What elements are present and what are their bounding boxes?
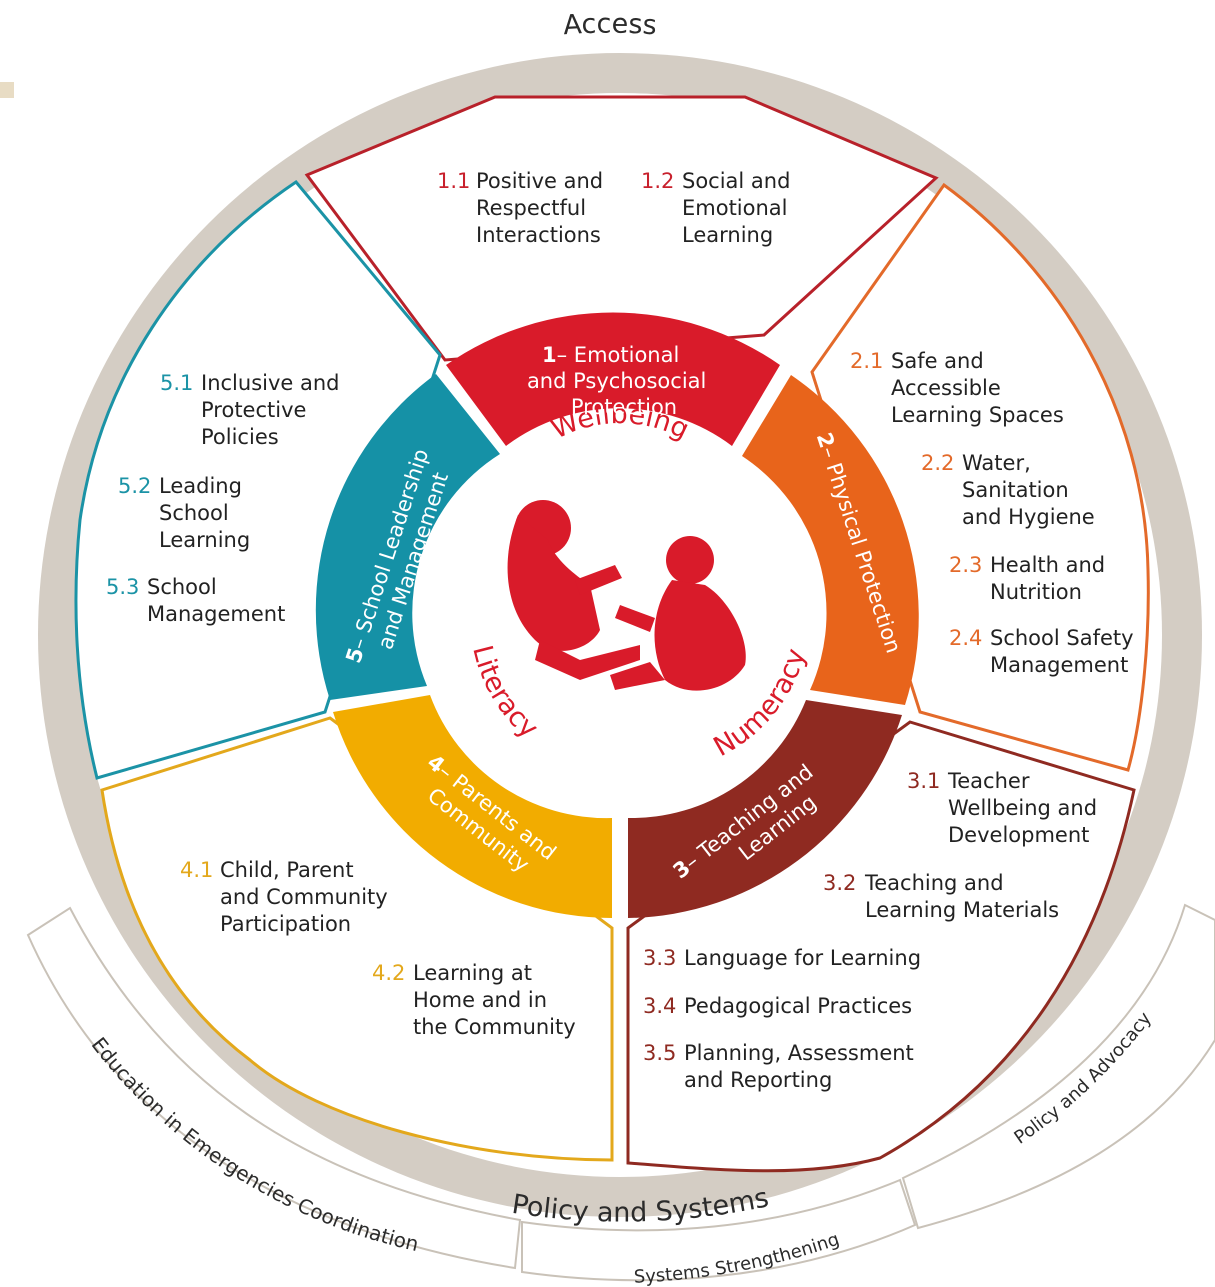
subdomain-4-1-text: Child, Parent and Community Participatio… (220, 858, 394, 936)
children-reading-icon (507, 500, 746, 691)
bottom-tabs (26, 903, 1215, 1282)
panel-domain-1 (304, 95, 939, 362)
corner-mark (0, 82, 14, 98)
subdomain-2-4-number: 2.4 (949, 626, 982, 650)
subdomain-3-3-text: Language for Learning (684, 946, 921, 970)
domain-1-title: 1– Emotional and Psychosocial Protection (527, 343, 713, 419)
subdomain-3-4-text: Pedagogical Practices (684, 994, 912, 1018)
subdomain-2-1-text: Safe and Accessible Learning Spaces (891, 349, 1064, 427)
subdomain-3-1-number: 3.1 (907, 769, 940, 793)
subdomain-5-3-text: School Management (147, 575, 285, 626)
subdomains-domain-3: 3.1 Teacher Wellbeing and Development 3.… (643, 769, 1104, 1092)
subdomain-5-1-text: Inclusive and Protective Policies (201, 371, 346, 449)
subdomain-2-4-text: School Safety Management (990, 626, 1140, 677)
access-label: Access (562, 9, 657, 42)
subdomain-2-2-text: Water, Sanitation and Hygiene (962, 451, 1095, 529)
subdomain-1-2-number: 1.2 (641, 169, 674, 193)
tab-systems-strengthening (521, 1178, 917, 1282)
subdomain-1-1-number: 1.1 (437, 169, 470, 193)
domain-ring (315, 312, 919, 918)
tab-coordination (26, 906, 522, 1270)
subdomain-5-2-number: 5.2 (118, 474, 151, 498)
subdomain-5-3-number: 5.3 (106, 575, 139, 599)
subdomain-5-1-number: 5.1 (160, 371, 193, 395)
subdomain-5-2-text: Leading School Learning (159, 474, 250, 552)
subdomain-4-2-text: Learning at Home and in the Community (413, 961, 576, 1039)
domain-4-segment (333, 695, 612, 918)
center-circle (434, 439, 806, 811)
subdomain-3-3-number: 3.3 (643, 946, 676, 970)
subdomains-domain-5: 5.1 Inclusive and Protective Policies 5.… (106, 371, 346, 626)
subdomains-domain-4: 4.1 Child, Parent and Community Particip… (180, 858, 576, 1039)
domain-2-segment (742, 375, 919, 705)
panel-domain-3 (626, 720, 1136, 1173)
subdomain-4-2-number: 4.2 (372, 961, 405, 985)
subdomain-2-2-number: 2.2 (921, 451, 954, 475)
subdomain-3-2-number: 3.2 (823, 871, 856, 895)
panel-domain-4 (100, 716, 614, 1162)
domain-5-segment (315, 374, 500, 700)
subdomain-2-3-number: 2.3 (949, 553, 982, 577)
domain-3-segment (628, 700, 902, 918)
subdomain-2-3-text: Health and Nutrition (990, 553, 1112, 604)
subdomain-3-4-number: 3.4 (643, 994, 676, 1018)
subdomain-1-1-text: Positive and Respectful Interactions (476, 169, 610, 247)
subdomain-3-1-text: Teacher Wellbeing and Development (947, 769, 1104, 847)
subdomains-domain-1: 1.1 Positive and Respectful Interactions… (437, 169, 797, 247)
domain-1-segment (446, 312, 780, 446)
subdomain-2-1-number: 2.1 (850, 349, 883, 373)
subdomain-3-2-text: Teaching and Learning Materials (864, 871, 1059, 922)
subdomain-4-1-number: 4.1 (180, 858, 213, 882)
subdomain-3-5-text: Planning, Assessment and Reporting (684, 1041, 920, 1092)
tab-policy-advocacy (901, 903, 1215, 1230)
subdomains-domain-2: 2.1 Safe and Accessible Learning Spaces … (850, 349, 1140, 677)
subdomain-1-2-text: Social and Emotional Learning (682, 169, 797, 247)
subdomain-3-5-number: 3.5 (643, 1041, 676, 1065)
